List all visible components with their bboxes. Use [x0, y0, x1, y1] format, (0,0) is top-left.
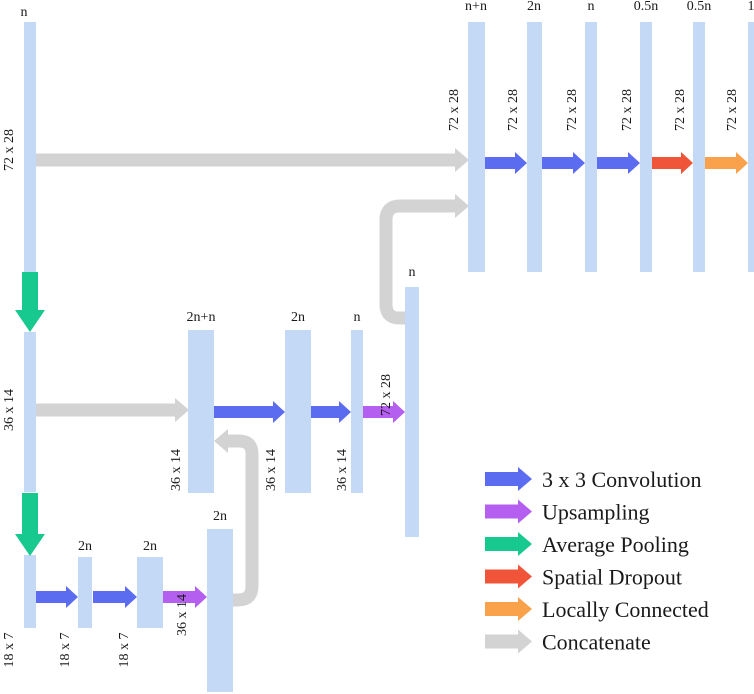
block-size-label: 72 x 28	[725, 89, 740, 131]
upsample-arrow	[363, 401, 405, 423]
feature-block	[24, 555, 36, 628]
concat-arrow-skip-top-head	[455, 148, 469, 172]
block-channel-label: 0.5n	[687, 0, 712, 14]
concat-arrow-skip-middle-head	[175, 398, 189, 422]
block-size-label: 72 x 28	[2, 129, 17, 171]
legend-label: Spatial Dropout	[542, 565, 682, 590]
block-size-label: 72 x 28	[447, 89, 462, 131]
block-size-label: 36 x 14	[175, 594, 190, 636]
block-size-label: 36 x 14	[335, 449, 350, 491]
feature-block	[207, 529, 233, 692]
legend-label: Locally Connected	[542, 597, 709, 622]
feature-block	[468, 22, 485, 272]
conv-arrow	[36, 586, 78, 608]
block-channel-label: 2n	[291, 310, 305, 325]
block-size-label: 18 x 7	[2, 633, 17, 668]
upsample-arrow	[163, 586, 207, 608]
block-size-label: 36 x 14	[2, 389, 17, 431]
feature-block	[137, 557, 163, 628]
legend-label: Upsampling	[542, 500, 650, 525]
block-size-label: 72 x 28	[506, 89, 521, 131]
red-arrow-icon	[485, 564, 532, 589]
block-channel-label: n	[354, 310, 361, 325]
local-arrow	[705, 152, 748, 174]
feature-block	[405, 287, 419, 537]
block-channel-label: 1	[748, 0, 754, 14]
block-channel-label: 2n+n	[187, 310, 216, 325]
block-channel-label: n	[409, 265, 416, 280]
block-channel-label: 2n	[78, 539, 92, 554]
feature-block	[78, 557, 92, 628]
block-size-label: 72 x 28	[673, 89, 688, 131]
concat-arrow-elbow-lower	[226, 434, 259, 607]
green-arrow-icon	[485, 532, 532, 556]
feature-block	[748, 22, 754, 272]
legend-label: Concatenate	[542, 630, 651, 655]
block-channel-label: n	[21, 5, 28, 20]
purple-arrow-icon	[485, 499, 532, 524]
concat-arrow-elbow-lower-head	[214, 429, 228, 453]
conv-arrow	[485, 152, 527, 174]
conv-arrow	[93, 586, 137, 608]
block-channel-label: n	[588, 0, 595, 14]
pool-arrow	[15, 493, 45, 556]
feature-block	[640, 22, 652, 272]
orange-arrow-icon	[485, 597, 532, 621]
block-size-label: 72 x 28	[620, 89, 635, 131]
concat-arrow-elbow-upper	[379, 199, 455, 325]
gray-arrow-icon	[485, 629, 532, 654]
block-size-label: 18 x 7	[58, 633, 73, 668]
blue-arrow-icon	[485, 467, 532, 491]
feature-block	[24, 332, 36, 492]
block-size-label: 36 x 14	[169, 449, 184, 491]
conv-arrow	[542, 152, 585, 174]
conv-arrow	[214, 401, 285, 423]
block-channel-label: 2n	[527, 0, 541, 14]
feature-block	[527, 22, 542, 272]
block-channel-label: 2n	[213, 509, 227, 524]
block-size-label: 36 x 14	[264, 449, 279, 491]
feature-block	[585, 22, 597, 272]
block-size-label: 72 x 28	[565, 89, 580, 131]
block-size-label: 72 x 28	[379, 374, 394, 416]
block-channel-label: 0.5n	[634, 0, 659, 14]
pool-arrow	[15, 272, 45, 332]
feature-block	[188, 330, 214, 493]
legend-label: 3 x 3 Convolution	[542, 467, 702, 492]
feature-block	[351, 330, 363, 493]
legend-label: Average Pooling	[542, 532, 689, 557]
dropout-arrow	[652, 152, 693, 174]
feature-block	[285, 330, 311, 493]
conv-arrow	[311, 401, 351, 423]
concat-arrow-elbow-upper-head	[455, 194, 469, 218]
block-channel-label: 2n	[143, 539, 157, 554]
feature-block	[693, 22, 705, 272]
block-size-label: 18 x 7	[117, 633, 132, 668]
conv-arrow	[597, 152, 640, 174]
block-channel-label: n+n	[465, 0, 487, 14]
feature-block	[24, 22, 36, 272]
